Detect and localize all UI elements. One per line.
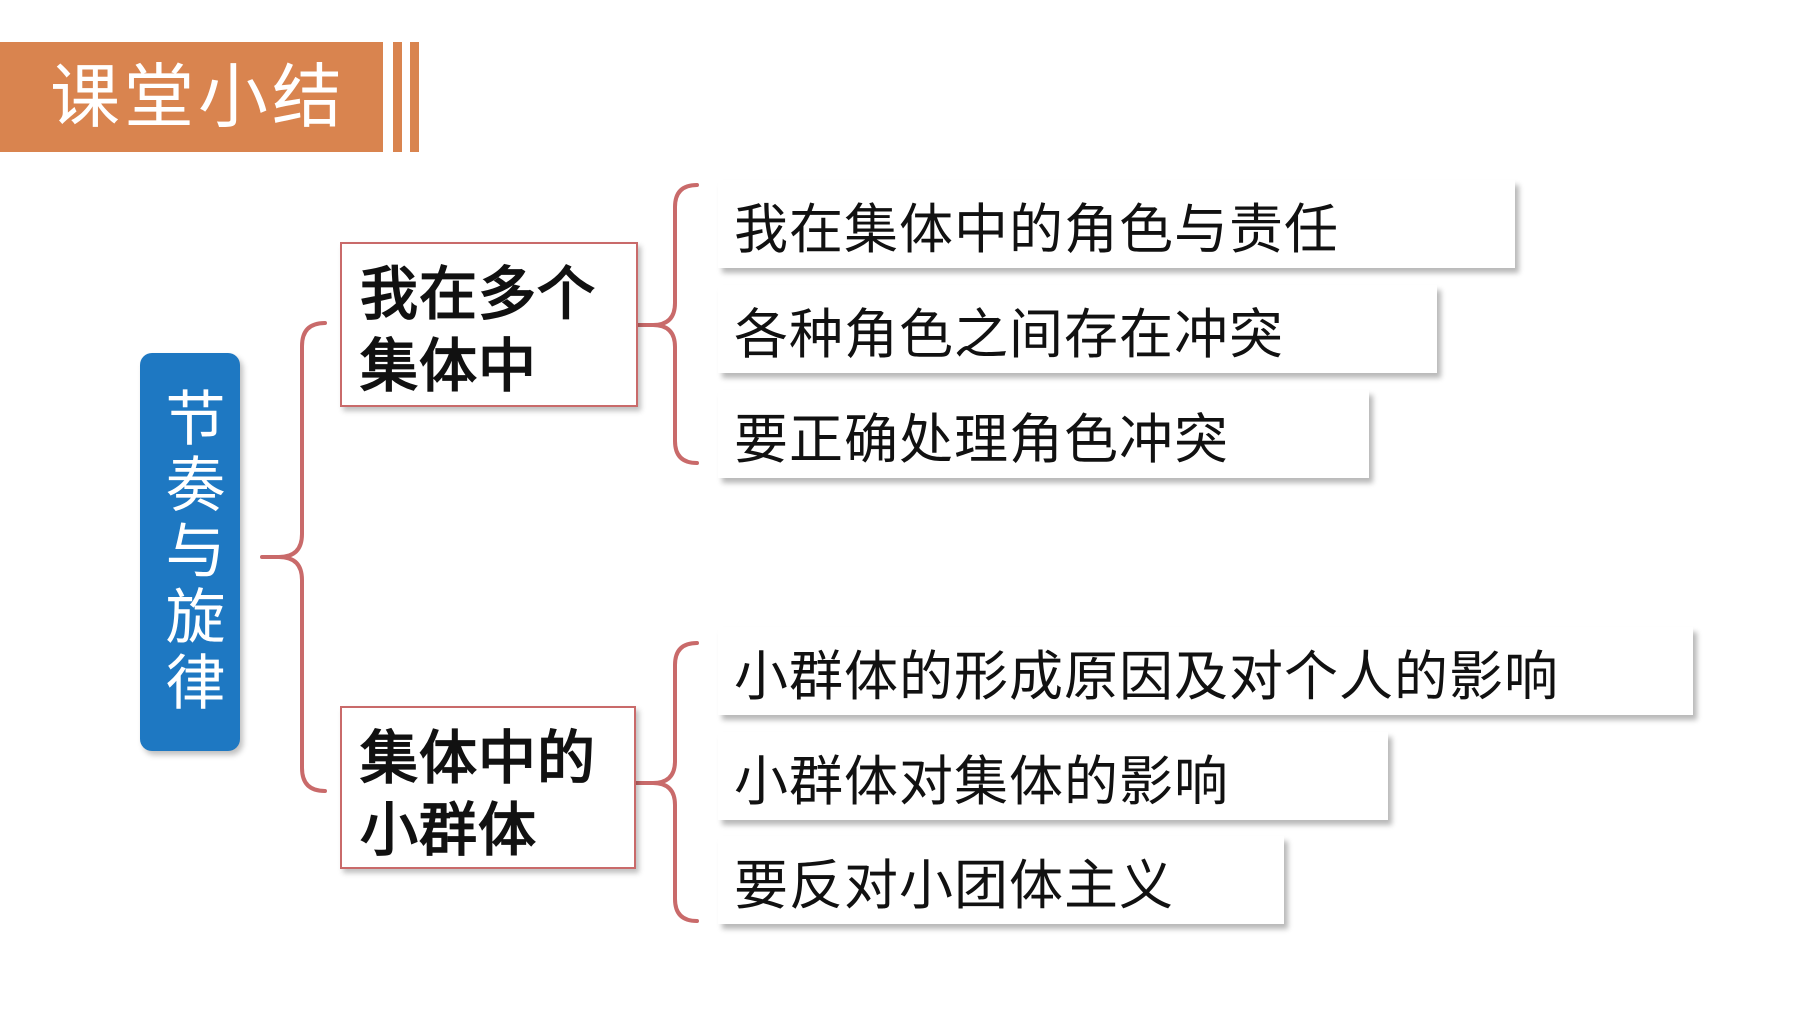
branch-label-line2: 小群体: [360, 796, 538, 864]
root-node: 节奏与旋律: [140, 353, 240, 751]
leaf-node: 要正确处理角色冲突: [718, 390, 1369, 478]
leaf-label: 要正确处理角色冲突: [734, 407, 1229, 471]
branch-label-line2: 集体中: [360, 332, 538, 400]
title-bar: 课堂小结: [0, 42, 383, 152]
branch-label-line1: 集体中的: [360, 724, 597, 792]
branch-label-line1: 我在多个: [360, 260, 597, 328]
leaf-label: 要反对小团体主义: [734, 853, 1174, 917]
branch2-bracket: [634, 641, 699, 923]
title-stripe: [393, 42, 402, 152]
leaf-label: 我在集体中的角色与责任: [734, 197, 1339, 261]
leaf-node: 我在集体中的角色与责任: [718, 180, 1515, 268]
page-title: 课堂小结: [50, 56, 346, 138]
branch1-bracket: [636, 183, 699, 465]
branch-node-1: 我在多个 集体中: [340, 242, 638, 407]
leaf-node: 小群体对集体的影响: [718, 732, 1388, 820]
leaf-label: 各种角色之间存在冲突: [734, 302, 1284, 366]
branch-node-2: 集体中的 小群体: [340, 706, 636, 869]
leaf-node: 小群体的形成原因及对个人的影响: [718, 627, 1693, 715]
title-stripe: [410, 42, 419, 152]
leaf-label: 小群体对集体的影响: [734, 749, 1229, 813]
leaf-node: 各种角色之间存在冲突: [718, 285, 1437, 373]
root-bracket: [260, 321, 327, 793]
leaf-node: 要反对小团体主义: [718, 836, 1284, 924]
root-label: 节奏与旋律: [155, 387, 225, 717]
leaf-label: 小群体的形成原因及对个人的影响: [734, 644, 1559, 708]
